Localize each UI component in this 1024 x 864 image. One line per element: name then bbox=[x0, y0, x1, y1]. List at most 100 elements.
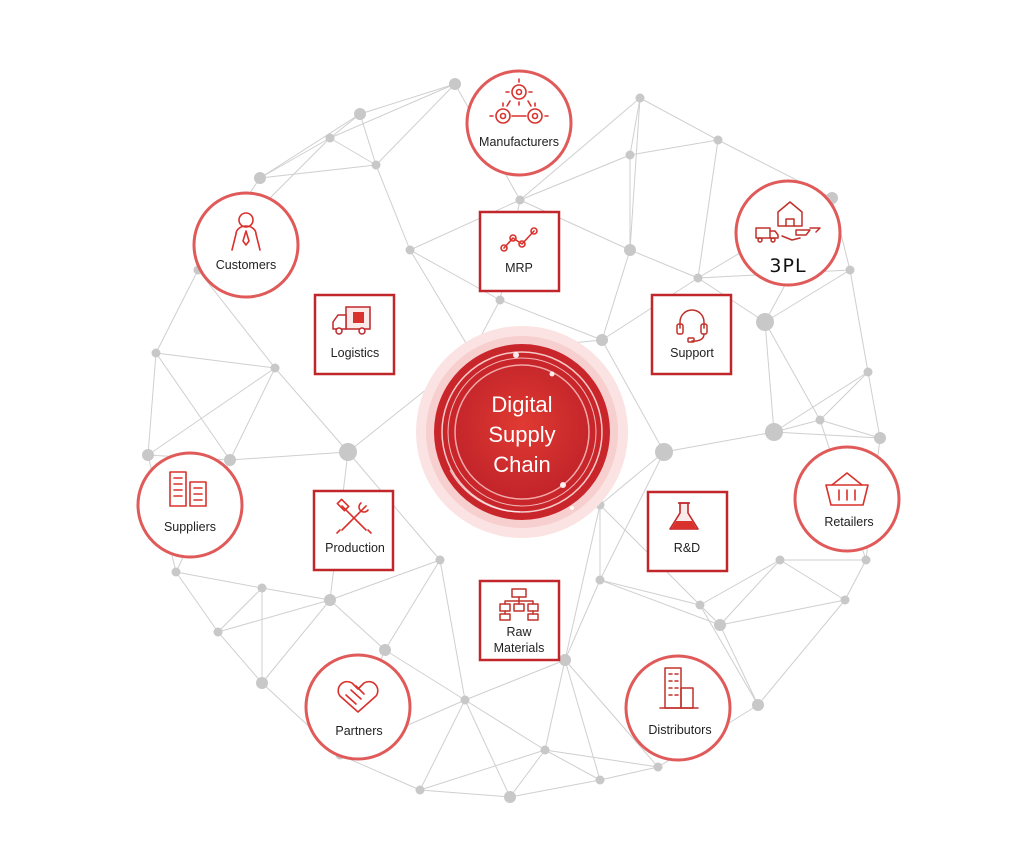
network-link bbox=[699, 559, 781, 606]
network-link bbox=[464, 659, 566, 701]
network-link bbox=[764, 321, 775, 433]
network-link bbox=[259, 113, 361, 179]
node-mrp[interactable]: MRP bbox=[478, 210, 561, 293]
network-link bbox=[329, 113, 361, 139]
node-distributors[interactable]: Distributors bbox=[624, 654, 732, 762]
central-hub[interactable]: Digital Supply Chain bbox=[416, 326, 628, 538]
node-label-retailers: Retailers bbox=[824, 515, 873, 529]
network-node bbox=[635, 93, 645, 103]
network-link bbox=[155, 269, 199, 354]
network-link bbox=[697, 139, 719, 279]
network-link bbox=[601, 277, 699, 341]
network-link bbox=[519, 154, 631, 201]
node-label-raw-materials-line-1: Raw bbox=[506, 625, 532, 639]
network-node bbox=[405, 245, 415, 255]
handshake-icon bbox=[337, 680, 379, 713]
network-link bbox=[359, 83, 456, 115]
network-link bbox=[544, 749, 601, 781]
network-link bbox=[629, 97, 641, 251]
network-link bbox=[464, 699, 546, 751]
network-link bbox=[329, 83, 456, 139]
network-link bbox=[329, 599, 386, 651]
network-node bbox=[371, 160, 381, 170]
network-link bbox=[757, 599, 846, 706]
node-manufacturers[interactable]: Manufacturers bbox=[465, 69, 573, 177]
network-link bbox=[509, 779, 601, 798]
network-link bbox=[261, 587, 331, 601]
node-label-mrp: MRP bbox=[505, 261, 533, 275]
node-suppliers[interactable]: Suppliers bbox=[136, 451, 244, 559]
network-link bbox=[419, 749, 546, 791]
network-node bbox=[256, 677, 268, 689]
network-link bbox=[867, 371, 881, 439]
network-node bbox=[840, 595, 850, 605]
network-node bbox=[224, 454, 236, 466]
network-link bbox=[564, 659, 659, 768]
hierarchy-icon bbox=[499, 588, 539, 621]
node-raw-materials[interactable]: Raw Materials bbox=[478, 579, 561, 662]
basket-icon bbox=[825, 472, 869, 506]
node-label-rd: R&D bbox=[674, 541, 700, 555]
network-link bbox=[147, 352, 157, 456]
node-label-logistics: Logistics bbox=[331, 346, 380, 360]
node-partners[interactable]: Partners bbox=[304, 653, 412, 761]
warehouse-truck-icon bbox=[755, 201, 821, 243]
node-rd[interactable]: R&D bbox=[646, 490, 729, 573]
network-node bbox=[653, 762, 663, 772]
flask-icon bbox=[669, 502, 699, 530]
network-link bbox=[629, 139, 719, 156]
network-link bbox=[329, 559, 441, 601]
network-link bbox=[175, 571, 263, 589]
network-node bbox=[460, 695, 470, 705]
network-node bbox=[270, 363, 280, 373]
network-node bbox=[874, 432, 886, 444]
network-link bbox=[629, 97, 641, 156]
network-link bbox=[155, 352, 276, 369]
node-label-customers: Customers bbox=[216, 258, 276, 272]
network-link bbox=[819, 371, 869, 421]
network-link bbox=[544, 659, 566, 751]
network-link bbox=[639, 97, 719, 141]
node-logistics[interactable]: Logistics bbox=[313, 293, 396, 376]
network-node bbox=[257, 583, 267, 593]
network-link bbox=[384, 649, 466, 701]
network-link bbox=[519, 97, 641, 201]
network-node bbox=[142, 449, 154, 461]
node-customers[interactable]: Customers bbox=[192, 191, 300, 299]
network-link bbox=[844, 559, 867, 601]
node-support[interactable]: Support bbox=[650, 293, 733, 376]
network-node bbox=[713, 135, 723, 145]
network-link bbox=[564, 579, 601, 661]
node-label-partners: Partners bbox=[335, 724, 382, 738]
network-link bbox=[601, 249, 631, 341]
network-link bbox=[409, 249, 473, 354]
network-link bbox=[375, 164, 411, 251]
network-link bbox=[339, 754, 421, 791]
network-node bbox=[752, 699, 764, 711]
network-link bbox=[773, 371, 869, 433]
network-node bbox=[695, 600, 705, 610]
building-icon bbox=[659, 667, 699, 709]
network-link bbox=[217, 587, 263, 633]
node-retailers[interactable]: Retailers bbox=[793, 445, 901, 553]
network-node bbox=[559, 654, 571, 666]
network-link bbox=[229, 451, 349, 461]
network-link bbox=[259, 137, 331, 179]
network-link bbox=[229, 367, 276, 461]
network-link bbox=[274, 367, 349, 453]
network-node bbox=[449, 78, 461, 90]
network-link bbox=[663, 431, 775, 453]
node-production[interactable]: Production bbox=[312, 489, 395, 572]
center-title-line-3: Chain bbox=[493, 452, 550, 477]
network-node bbox=[845, 265, 855, 275]
network-link bbox=[329, 137, 377, 166]
network-node bbox=[435, 555, 445, 565]
node-3pl[interactable]: 3PL bbox=[734, 179, 842, 287]
network-node bbox=[815, 415, 825, 425]
network-node bbox=[151, 348, 161, 358]
node-label-suppliers: Suppliers bbox=[164, 520, 216, 534]
network-node bbox=[775, 555, 785, 565]
network-node bbox=[595, 775, 605, 785]
network-link bbox=[764, 321, 821, 421]
network-link bbox=[464, 699, 511, 798]
